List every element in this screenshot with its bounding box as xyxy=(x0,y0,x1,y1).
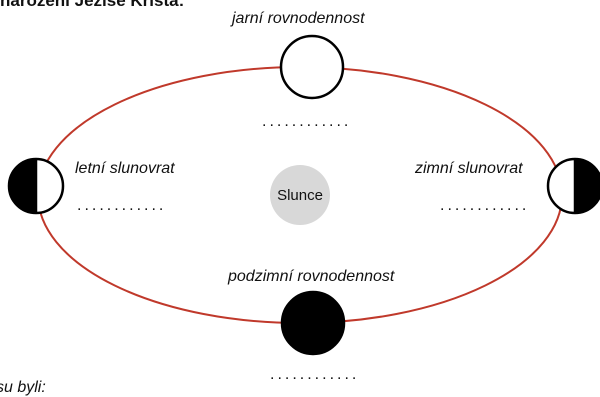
spring-equinox-phase xyxy=(279,34,345,100)
blank-right[interactable]: ............ xyxy=(440,197,530,214)
orbit-diagram: Slunce xyxy=(7,34,600,356)
winter-solstice-phase xyxy=(546,157,600,215)
sun-label: Slunce xyxy=(277,187,323,204)
header-text: narození Ježíše Krista: xyxy=(0,0,185,10)
footer-text: su byli: xyxy=(0,379,46,396)
blank-bottom[interactable]: ............ xyxy=(270,366,360,383)
summer-solstice-phase xyxy=(7,157,65,215)
label-winter-solstice: zimní slunovrat xyxy=(415,160,523,177)
label-autumn-equinox: podzimní rovnodennost xyxy=(228,268,395,285)
blank-left[interactable]: ............ xyxy=(77,197,167,214)
autumn-equinox-phase xyxy=(280,290,346,356)
sun-circle xyxy=(270,165,330,225)
label-spring-equinox: jarní rovnodennost xyxy=(232,10,365,27)
blank-top[interactable]: ............ xyxy=(262,113,352,130)
label-summer-solstice: letní slunovrat xyxy=(75,160,175,177)
